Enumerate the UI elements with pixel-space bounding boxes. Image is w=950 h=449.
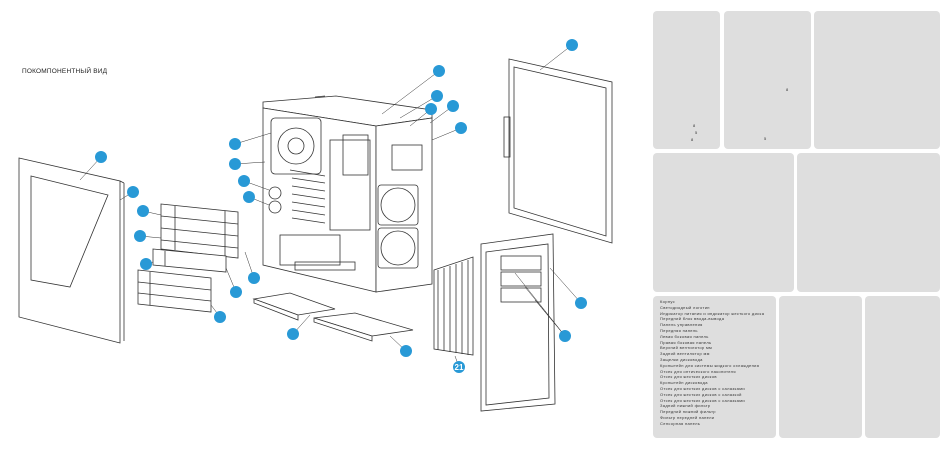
- page-title: ПОКОМПОНЕНТНЫЙ ВИД: [22, 68, 108, 75]
- legend-item: Отсек для жестких дисков с салазкой: [660, 391, 742, 397]
- rear-bottom-filter: [252, 292, 336, 321]
- callout-marker: [453, 361, 465, 373]
- info-panel-5: [797, 153, 940, 292]
- left-side-panel: [18, 157, 125, 344]
- callout-marker: [243, 191, 255, 203]
- callout-marker: [229, 138, 241, 150]
- legend-item: Кронштейн дисковода: [660, 380, 708, 386]
- legend-item: Защелки дисковода: [660, 356, 703, 362]
- callout-marker: [447, 100, 459, 112]
- leader-lines: [79, 44, 582, 368]
- legend-item: Светодиодный логотип: [660, 304, 710, 310]
- callout-marker: [559, 330, 571, 342]
- legend-item: Левая боковая панель: [660, 333, 709, 339]
- callout-marker: [575, 297, 587, 309]
- legend-item: Панель управления: [660, 322, 703, 328]
- hdd-cage-bottom: [137, 269, 212, 313]
- callout-marker: [287, 328, 299, 340]
- legend-item: Передний блок ввода-вывода: [660, 316, 725, 322]
- callout-markers: [95, 39, 587, 373]
- callout-marker: [137, 205, 149, 217]
- info-panel-6: [779, 296, 862, 438]
- info-panel-3: [814, 11, 940, 149]
- legend-item: Отсек для жестких дисков: [660, 374, 717, 380]
- front-panel-filter: [433, 256, 474, 356]
- callout-marker: [95, 151, 107, 163]
- legend-item: Индикатор питания и индикатор жесткого д…: [660, 310, 765, 316]
- legend-item: Задний вентилятор мм: [660, 351, 710, 357]
- legend-item: Передняя панель: [660, 327, 698, 333]
- right-side-panel: [503, 58, 613, 244]
- info-panel-7: [865, 296, 940, 438]
- callout-label-21: 21: [455, 363, 464, 372]
- panel-char: 5: [764, 136, 767, 141]
- legend-item: Задний нижний фильтр: [660, 403, 711, 409]
- callout-marker: [229, 158, 241, 170]
- panel-char: 8: [786, 87, 789, 92]
- front-bottom-filter: [313, 312, 414, 342]
- legend-item: Корпус: [660, 299, 676, 304]
- hdd-cage-middle: [152, 248, 227, 273]
- info-panel-2: 8 5: [724, 11, 811, 149]
- callout-marker: [425, 103, 437, 115]
- legend-item: Фильтр передней панели: [660, 414, 715, 420]
- callout-marker: [230, 286, 242, 298]
- callout-marker: [566, 39, 578, 51]
- callout-marker: [400, 345, 412, 357]
- legend-item: Верхний вентилятор мм: [660, 345, 713, 351]
- callout-marker: [455, 122, 467, 134]
- panel-char: 5: [695, 130, 698, 135]
- callout-marker: [127, 186, 139, 198]
- legend-item: Отсек для оптического накопителя: [660, 368, 736, 374]
- hdd-cage-top: [160, 203, 239, 259]
- parts-legend: Корпус Светодиодный логотип Индикатор пи…: [653, 296, 776, 438]
- legend-item: Отсек для жестких дисков с салазками: [660, 385, 745, 391]
- callout-marker: [248, 272, 260, 284]
- info-panel-4: [653, 153, 794, 292]
- front-panel: [480, 233, 556, 412]
- chassis: [262, 95, 433, 293]
- info-panel-1: 8 5 8: [653, 11, 720, 149]
- legend-item: Передний нижний фильтр: [660, 409, 716, 415]
- panel-char: 8: [691, 137, 694, 142]
- legend-item: Правая боковая панель: [660, 339, 712, 345]
- callout-marker: [431, 90, 443, 102]
- panel-char: 8: [693, 123, 696, 128]
- legend-item: Кронштейн для системы жидкого охлаждения: [660, 362, 760, 368]
- callout-marker: [238, 175, 250, 187]
- callout-marker: [433, 65, 445, 77]
- legend-item: Сенсорная панель: [660, 420, 701, 426]
- callout-marker: [214, 311, 226, 323]
- callout-marker: [140, 258, 152, 270]
- legend-item: Отсек для жестких дисков с салазками: [660, 397, 745, 403]
- callout-marker: [134, 230, 146, 242]
